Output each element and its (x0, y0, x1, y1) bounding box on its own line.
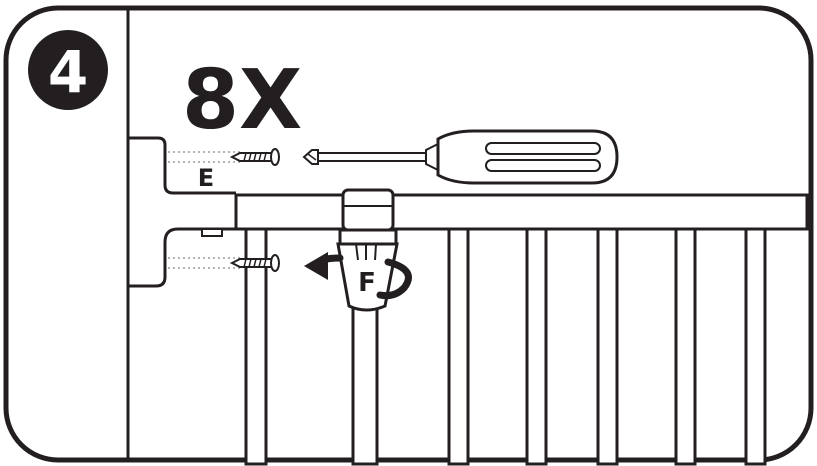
gate-bar (674, 227, 697, 466)
rotate-arrow-icon (304, 252, 412, 300)
bracket-tab (201, 228, 223, 237)
gate-bar (525, 227, 548, 466)
gate-bar (447, 227, 470, 466)
screw-icon (229, 148, 280, 166)
gate-bar (596, 227, 619, 466)
screwdriver-icon (302, 129, 619, 185)
knob-collar (338, 228, 398, 246)
gate-bars (244, 227, 767, 466)
gate-bar (744, 227, 767, 466)
gate-bar (244, 227, 268, 466)
upper-wall-bracket (128, 136, 236, 195)
knob-cap (341, 188, 395, 232)
quantity-label: 8X (182, 53, 302, 148)
screw-icon (229, 254, 280, 272)
screw-guide-lines (168, 151, 240, 269)
tension-knob (336, 188, 399, 312)
step-number-badge (28, 30, 108, 110)
lower-wall-bracket (128, 227, 236, 288)
step-number: 4 (48, 38, 88, 106)
knob-shaft (351, 298, 379, 466)
knob-part-label: F (358, 268, 376, 298)
gate-top-rail (234, 193, 809, 231)
screw-part-label: E (198, 164, 214, 192)
